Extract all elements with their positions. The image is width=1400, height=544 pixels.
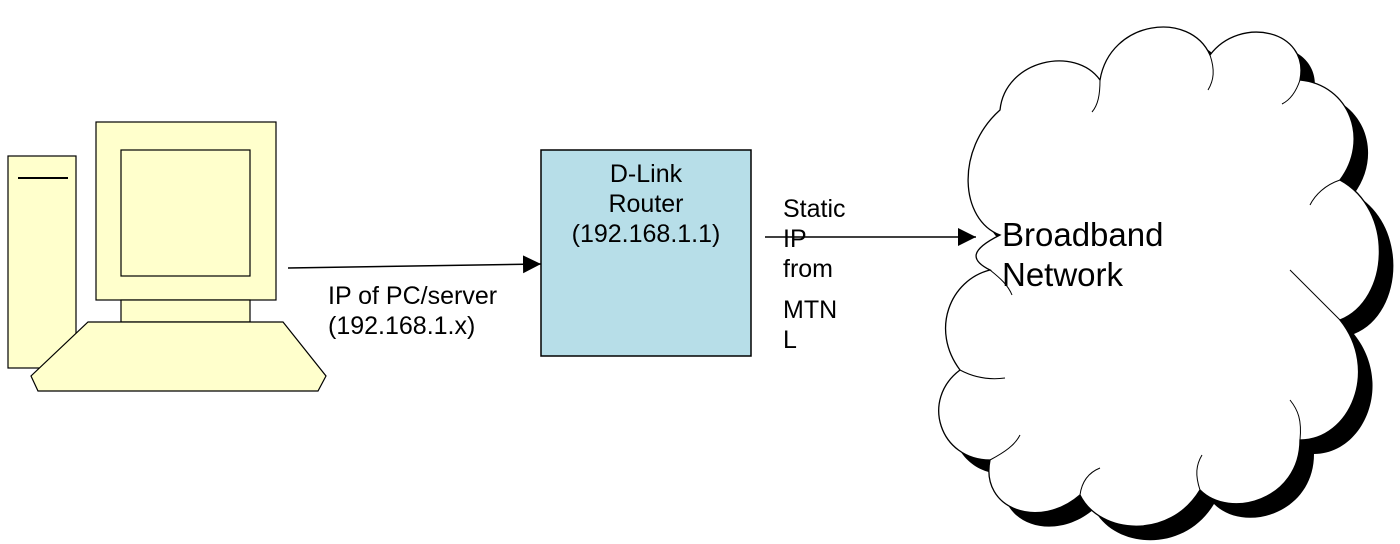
- wan-label-line2: IP: [783, 225, 807, 253]
- router-box: [540, 149, 752, 357]
- wan-label-line4: MTN: [783, 296, 838, 324]
- router-label-type: Router: [608, 190, 684, 218]
- router-label-ip: (192.168.1.1): [571, 220, 721, 248]
- wan-label-line5: L: [783, 326, 797, 354]
- wan-label-line3: from: [783, 255, 833, 283]
- cloud-label-line1: Broadband: [1002, 216, 1164, 253]
- cloud-label-line2: Network: [1002, 256, 1124, 293]
- wan-label-line1: Static: [783, 195, 846, 223]
- router-label-name: D-Link: [609, 160, 683, 188]
- pc-router-arrow: [287, 255, 542, 274]
- pc-link-label: IP of PC/server: [328, 282, 498, 310]
- cloud-icon: [938, 26, 1394, 541]
- desktop-computer-icon: [7, 121, 327, 392]
- pc-link-ip: (192.168.1.x): [328, 312, 476, 340]
